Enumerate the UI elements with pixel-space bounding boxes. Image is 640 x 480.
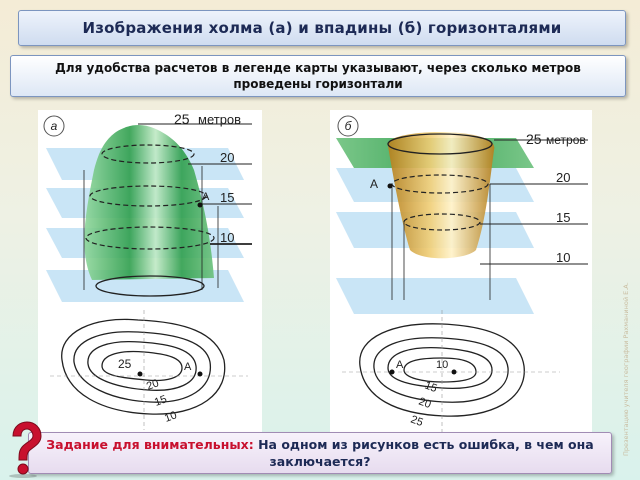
level-label-b-15: 15 <box>556 210 570 225</box>
map-contour-15 <box>387 346 493 390</box>
label-circle-b <box>337 115 359 137</box>
map-label-a-20: 20 <box>145 377 161 392</box>
map-contour-15 <box>87 340 197 391</box>
question-mark-icon <box>9 421 42 478</box>
map-label-a-25: 25 <box>118 357 132 371</box>
panel-label-a: а <box>51 119 58 133</box>
level-label-b-10: 10 <box>556 250 570 265</box>
task-text: Задание для внимательных: На одном из ри… <box>29 436 611 470</box>
point-a-marker <box>197 202 203 208</box>
level-label-a-15: 15 <box>220 190 234 205</box>
map-contour-20 <box>373 337 509 403</box>
depression-shape <box>387 132 495 259</box>
top-level-label-a: 25 <box>174 111 190 127</box>
task-question: На одном из рисунков есть ошибка, в чем … <box>258 437 594 469</box>
hill-contour-15 <box>89 185 207 207</box>
map-contour-outer <box>359 323 525 417</box>
level-label-a-10: 10 <box>220 230 234 245</box>
map-label-a-15: 15 <box>153 393 169 408</box>
unit-label-a: метров <box>198 112 241 127</box>
map-label-b-25: 25 <box>409 414 425 429</box>
hill-illustration: а 25 метров 20 15 10 А <box>43 111 252 430</box>
map-point-a-marker <box>389 369 395 375</box>
map-center-marker <box>137 371 143 377</box>
plane-base <box>336 278 534 314</box>
map-point-a-marker <box>197 371 203 377</box>
map-label-a-10: 10 <box>163 409 179 424</box>
task-banner: Задание для внимательных: На одном из ри… <box>28 432 612 474</box>
point-a-marker <box>387 183 393 189</box>
hill-base-outline <box>95 275 205 297</box>
level-label-b-20: 20 <box>556 170 570 185</box>
point-a-label: А <box>202 191 210 203</box>
pit-rim-outline <box>387 133 493 155</box>
info-text: Для удобства расчетов в легенде карты ук… <box>55 61 581 91</box>
info-banner: Для удобства расчетов в легенде карты ук… <box>10 55 626 97</box>
map-label-a-point: А <box>184 361 192 373</box>
map-label-b-20: 20 <box>417 396 433 411</box>
title-banner: Изображения холма (а) и впадины (б) гори… <box>18 10 626 46</box>
top-level-label-b: 25 <box>526 131 542 147</box>
map-label-b-point: А <box>396 359 404 371</box>
slide-title: Изображения холма (а) и впадины (б) гори… <box>82 19 562 37</box>
hill-panel: а 25 метров 20 15 10 А <box>38 110 262 458</box>
unit-label-b: метров <box>546 133 586 147</box>
map-contour-10 <box>73 331 211 403</box>
point-a-label: А <box>370 177 378 191</box>
map-label-b-10: 10 <box>436 359 448 371</box>
author-credit: Презентацию учителя географии Рахманиной… <box>622 282 630 456</box>
level-label-a-20: 20 <box>220 150 234 165</box>
map-contour-20 <box>101 350 183 382</box>
panel-label-b: б <box>345 119 353 133</box>
depression-illustration: б 25 метров 20 15 10 А <box>336 115 588 434</box>
hill-contour-10 <box>85 226 215 250</box>
label-circle-a <box>43 115 65 137</box>
task-label: Задание для внимательных: <box>46 437 254 452</box>
hill-contour-20 <box>101 144 195 164</box>
map-label-b-15: 15 <box>423 380 439 395</box>
hill-shape <box>84 125 214 280</box>
map-contour-outer <box>61 318 226 415</box>
map-center-marker <box>451 369 457 375</box>
depression-panel: б 25 метров 20 15 10 А <box>330 110 592 458</box>
